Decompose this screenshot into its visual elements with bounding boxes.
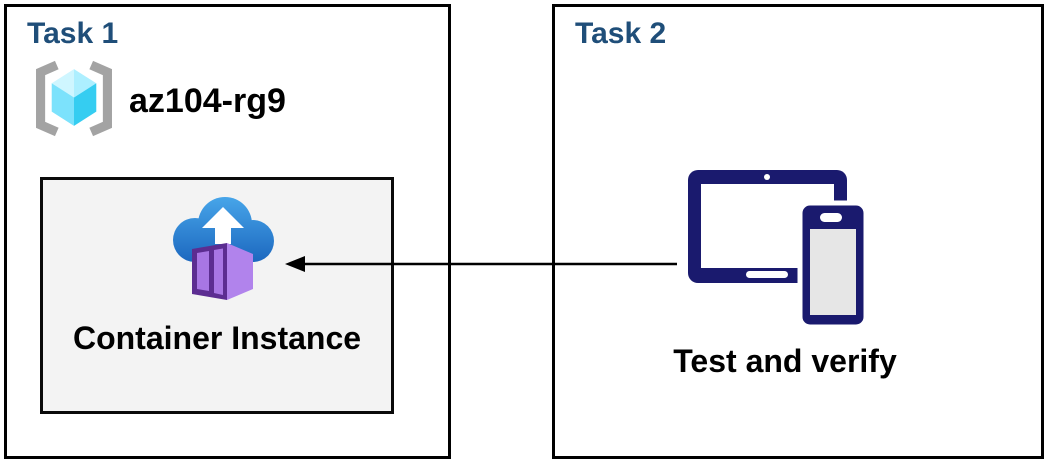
container-instance-icon — [173, 197, 274, 300]
task2-title: Task 2 — [575, 17, 667, 50]
resource-group-name: az104-rg9 — [129, 82, 286, 120]
task1-title: Task 1 — [27, 17, 119, 50]
task1-box: Task 1 az104-rg9 — [4, 4, 451, 459]
test-verify-label: Test and verify — [673, 343, 897, 379]
resource-group-icon — [36, 60, 112, 137]
devices-icon — [688, 170, 869, 330]
container-instance-label: Container Instance — [72, 320, 362, 356]
task2-box: Task 2 Test and verify — [552, 4, 1044, 459]
container-instance-box: Container Instance — [40, 177, 394, 414]
